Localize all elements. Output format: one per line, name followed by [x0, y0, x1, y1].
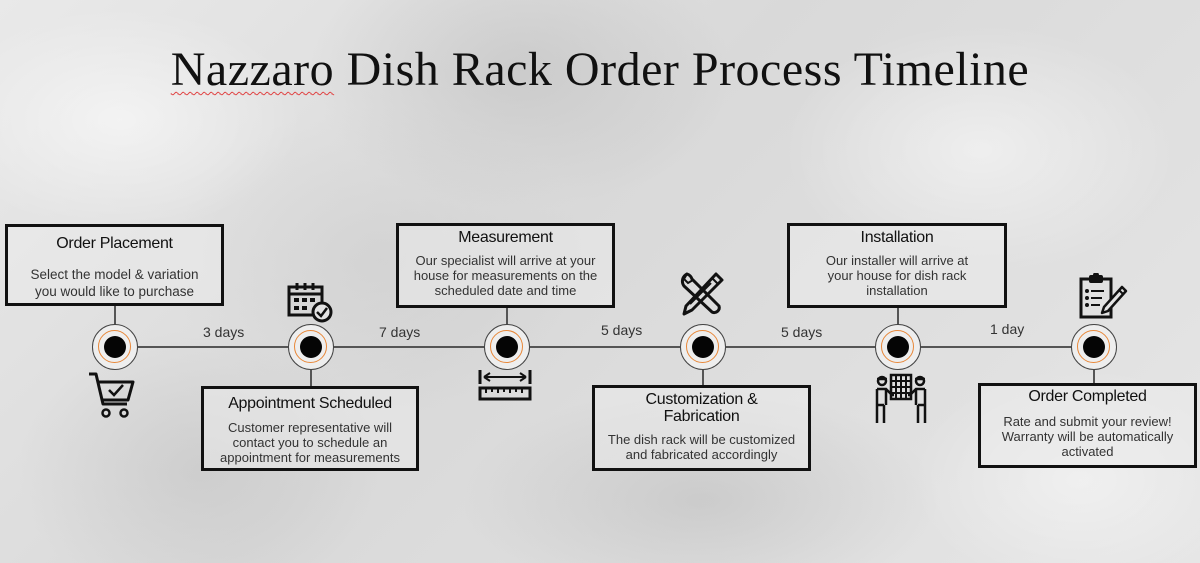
step-title: Installation	[860, 229, 934, 246]
step-title: Appointment Scheduled	[228, 395, 392, 412]
timeline-node-1	[92, 324, 138, 370]
duration-label: 3 days	[203, 324, 245, 340]
page-title: Nazzaro Dish Rack Order Process Timeline	[0, 42, 1200, 97]
connector-2	[310, 369, 312, 387]
calendar-check-icon	[287, 283, 333, 323]
node-ring	[490, 330, 523, 363]
step-description: Our installer will arrive at your house …	[825, 253, 969, 298]
step-title: Order Placement	[56, 235, 173, 252]
step-box-measurement: Measurement Our specialist will arrive a…	[396, 223, 615, 308]
timeline-axis	[115, 346, 1093, 348]
clipboard-review-icon	[1079, 273, 1128, 319]
installers-carrying-rack-icon	[875, 373, 927, 423]
step-title: Measurement	[458, 229, 553, 246]
timeline-node-6	[1071, 324, 1117, 370]
step-box-installation: Installation Our installer will arrive a…	[787, 223, 1007, 308]
step-box-order-completed: Order Completed Rate and submit your rev…	[978, 383, 1197, 468]
node-dot	[104, 336, 126, 358]
step-box-appointment-scheduled: Appointment Scheduled Customer represent…	[201, 386, 419, 471]
step-title: Customization & Fabrication	[645, 391, 758, 425]
step-description: The dish rack will be customized and fab…	[607, 432, 796, 462]
ruler-measure-icon	[478, 370, 532, 401]
step-description: Customer representative will contact you…	[220, 420, 400, 465]
step-title: Order Completed	[1028, 388, 1147, 405]
node-dot	[300, 336, 322, 358]
duration-label: 7 days	[379, 324, 421, 340]
step-box-customization-fabrication: Customization & Fabrication The dish rac…	[592, 385, 811, 471]
timeline-node-2	[288, 324, 334, 370]
connector-3	[506, 307, 508, 325]
title-brand: Nazzaro	[170, 43, 335, 96]
node-dot	[692, 336, 714, 358]
shopping-cart-check-icon	[89, 372, 135, 418]
connector-6	[1093, 369, 1095, 385]
duration-label: 1 day	[990, 321, 1025, 337]
node-dot	[496, 336, 518, 358]
node-ring	[1077, 330, 1110, 363]
duration-label: 5 days	[781, 324, 823, 340]
connector-5	[897, 307, 899, 325]
node-dot	[1083, 336, 1105, 358]
duration-label: 5 days	[601, 322, 643, 338]
timeline-node-3	[484, 324, 530, 370]
timeline-node-5	[875, 324, 921, 370]
step-description: Rate and submit your review! Warranty wi…	[1001, 414, 1174, 459]
wrench-pencil-icon	[680, 272, 724, 316]
node-ring	[881, 330, 914, 363]
timeline-node-4	[680, 324, 726, 370]
step-box-order-placement: Order Placement Select the model & varia…	[5, 224, 224, 306]
step-description: Our specialist will arrive at your house…	[413, 253, 598, 298]
node-ring	[686, 330, 719, 363]
node-ring	[98, 330, 131, 363]
node-ring	[294, 330, 327, 363]
title-rest: Dish Rack Order Process Timeline	[334, 43, 1030, 96]
connector-1	[114, 306, 116, 326]
connector-4	[702, 369, 704, 387]
step-description: Select the model & variation you would l…	[30, 267, 199, 299]
node-dot	[887, 336, 909, 358]
